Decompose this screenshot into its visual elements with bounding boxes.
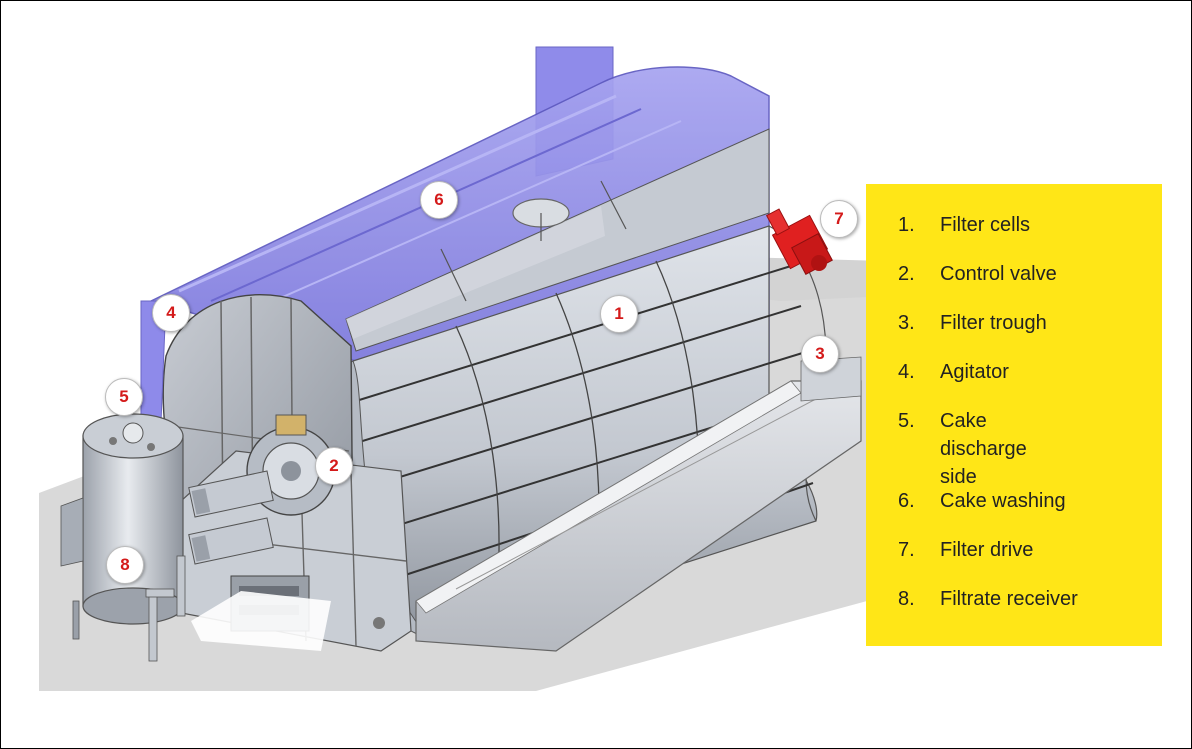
- legend-label: Filtrate receiver: [940, 588, 1078, 610]
- legend-label: Filter trough: [940, 312, 1047, 334]
- callout-2-control-valve: 2: [315, 447, 353, 485]
- legend-label: Cake discharge side: [940, 410, 1027, 488]
- legend-box: 1. Filter cells 2. Control valve 3. Filt…: [866, 184, 1162, 646]
- legend-number: 8.: [898, 588, 915, 610]
- legend-number: 7.: [898, 539, 915, 561]
- legend-label: Filter cells: [940, 214, 1031, 236]
- callout-6-cake-washing: 6: [420, 181, 458, 219]
- legend-number: 1.: [898, 214, 915, 236]
- legend-label: Control valve: [940, 263, 1057, 285]
- callout-3-filter-trough: 3: [801, 335, 839, 373]
- legend-label: Filter drive: [940, 539, 1034, 561]
- legend-label: Agitator: [940, 361, 1009, 383]
- legend-number: 2.: [898, 263, 915, 285]
- legend-label: Cake washing: [940, 490, 1066, 512]
- callout-1-filter-cells: 1: [600, 295, 638, 333]
- callout-5-cake-discharge-side: 5: [105, 378, 143, 416]
- filter-drive-motor: [765, 208, 833, 275]
- legend-number: 4.: [898, 361, 915, 383]
- filtrate-pipe-upper: [188, 470, 274, 518]
- callout-8-filtrate-receiver: 8: [106, 546, 144, 584]
- callout-7-filter-drive: 7: [820, 200, 858, 238]
- filtrate-pipe-lower: [188, 517, 274, 565]
- legend-number: 6.: [898, 490, 915, 512]
- legend-number: 5.: [898, 410, 915, 432]
- callout-4-agitator: 4: [152, 294, 190, 332]
- legend-number: 3.: [898, 312, 915, 334]
